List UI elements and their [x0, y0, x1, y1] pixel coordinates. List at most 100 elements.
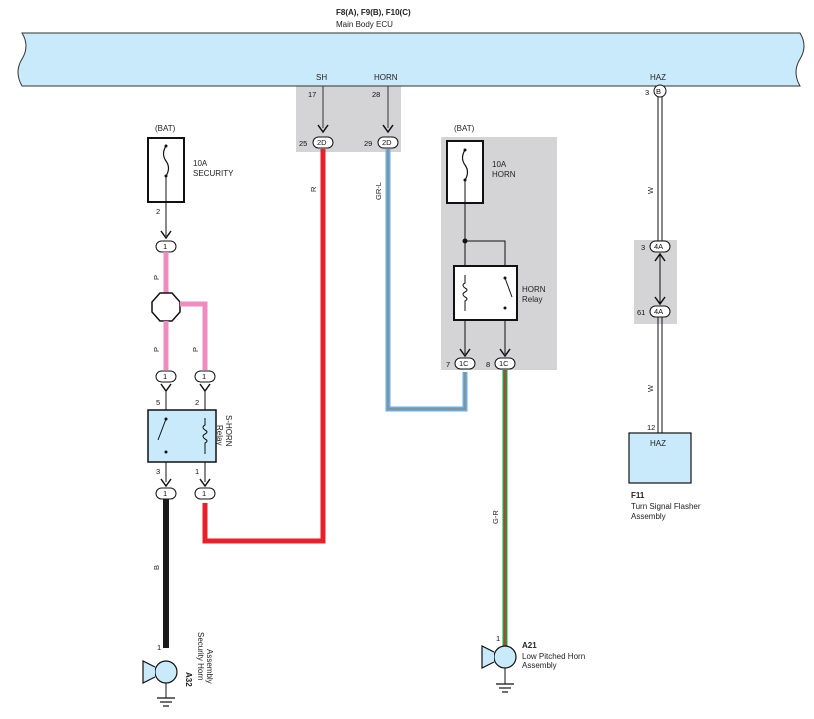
shorn-relay-pin-3: 3: [156, 467, 160, 476]
sec-wire-color-left: P: [152, 347, 161, 352]
haz-connector-4a-top-id: 4A: [654, 242, 663, 251]
shorn-relay-box: [147, 409, 217, 463]
low-horn-name: Low Pitched Horn: [522, 652, 585, 661]
horn-relay-name: HORN: [522, 285, 546, 294]
flasher-label: HAZ: [650, 439, 666, 448]
haz-connector-4a-bottom-id: 4A: [654, 307, 663, 316]
haz-wire-color-top: W: [646, 186, 655, 194]
shorn-relay-pin-1: 1: [195, 467, 199, 476]
sh-arrow: [317, 124, 329, 134]
horn-fuse-name: HORN: [492, 170, 516, 179]
haz-connector-4a-bottom: [649, 305, 671, 318]
security-fuse-icon: [162, 145, 170, 177]
horn-1c-left-pin: 7: [446, 360, 450, 369]
security-horn-icon: [142, 660, 156, 684]
horn-connector-2d: [377, 136, 399, 149]
low-horn-name-2: Assembly: [522, 661, 557, 670]
sh-red-wire: [202, 149, 326, 544]
ecu-pin-sh-label: SH: [316, 73, 327, 82]
security-mid-left-arrow: [160, 383, 172, 393]
main-body-ecu-bar: [17, 32, 805, 87]
horn-relay-coil-icon: [462, 275, 468, 311]
security-bot-left-arrow: [160, 478, 172, 488]
shorn-relay-pin-2: 2: [195, 398, 199, 407]
low-horn-code: A21: [522, 641, 537, 650]
sec-wire-color-top: P: [152, 275, 161, 280]
shorn-relay-pin-5: 5: [156, 398, 160, 407]
horn-connector-id: 2D: [382, 138, 392, 147]
ecu-pin-horn-label: HORN: [374, 73, 398, 82]
haz-down-arrow: [654, 296, 666, 306]
horn-fuse-terminal: [463, 148, 467, 152]
horn-connector-1c-right: [494, 357, 516, 370]
horn-out-wire-color: G-R: [491, 510, 500, 524]
security-horn-body: [154, 660, 178, 684]
haz-wire-color-bottom: W: [646, 384, 655, 392]
sec-ground-wire-color: B: [152, 565, 161, 570]
flasher-box: [628, 432, 692, 484]
horn-arrow: [382, 124, 394, 134]
security-fuse-name: SECURITY: [193, 169, 234, 178]
horn-fuse-icon: [461, 149, 469, 181]
sh-connector-id: 2D: [317, 138, 327, 147]
security-connector-1-top-id: 1: [163, 242, 167, 251]
shorn-relay-contact: [164, 450, 168, 454]
horn-1c-right-arrow: [499, 348, 511, 358]
ecu-name: Main Body ECU: [336, 20, 393, 29]
low-horn-icon: [481, 645, 495, 669]
security-connector-1-bot-right: [194, 487, 216, 500]
horn-fuse-source: (BAT): [454, 124, 475, 133]
horn-1c-left-id: 1C: [459, 359, 469, 368]
security-connector-1-mid-left-id: 1: [163, 372, 167, 381]
ecu-codes: F8(A), F9(B), F10(C): [336, 8, 411, 17]
security-connector-1-mid-right-id: 1: [202, 372, 206, 381]
shorn-relay-name: S-HORN: [224, 415, 233, 447]
security-fuse-source: (BAT): [155, 124, 176, 133]
low-horn-body: [493, 645, 517, 669]
sh-wire-color: R: [309, 186, 318, 192]
horn-relay-switch: [504, 277, 513, 298]
security-splice-icon: [151, 292, 181, 322]
sec-pink-wire-branch: [180, 301, 208, 370]
haz-connector-4a-top-pin: 3: [641, 243, 645, 252]
haz-ecu-connector: [653, 84, 667, 98]
flasher-name-2: Assembly: [631, 512, 666, 521]
security-horn-pin: 1: [157, 643, 161, 652]
horn-relay-contact: [503, 306, 507, 310]
horn-relay-name-2: Relay: [522, 295, 542, 304]
ecu-pin-haz-label: HAZ: [650, 73, 666, 82]
haz-ecu-connector-id: B: [656, 87, 661, 96]
security-connector-1-mid-right: [194, 370, 216, 383]
security-connector-1-bot-left-id: 1: [163, 489, 167, 498]
security-fuse-terminal: [164, 144, 168, 148]
horn-1c-right-id: 1C: [499, 359, 509, 368]
security-horn-name: Security Horn: [196, 632, 205, 680]
horn-1c-right-pin: 8: [486, 360, 490, 369]
flasher-pin: 12: [647, 423, 655, 432]
horn-connector-pin: 29: [364, 139, 372, 148]
security-mid-right-arrow: [199, 383, 211, 393]
shorn-relay-switch: [157, 418, 167, 441]
flasher-name: Turn Signal Flasher: [631, 502, 701, 511]
shorn-relay-coil-icon: [202, 418, 208, 454]
ecu-pin-horn-number: 28: [372, 90, 380, 99]
haz-connector-4a-bottom-pin: 61: [637, 308, 645, 317]
low-horn-pin: 1: [496, 634, 500, 643]
horn-relay-feed: [465, 240, 506, 266]
haz-connector-4a-top: [649, 240, 671, 253]
shorn-relay-name-2: Relay: [215, 425, 224, 445]
sh-connector-2d: [312, 136, 334, 149]
security-fuse-rating: 10A: [193, 159, 208, 168]
security-top-arrow: [160, 230, 172, 240]
security-horn-name-2: Assembly: [205, 649, 214, 684]
security-connector-1-bot-right-id: 1: [202, 489, 206, 498]
horn-connector-1c-left: [454, 357, 476, 370]
horn-wire-color: GR-L: [374, 182, 383, 200]
security-bot-right-arrow: [199, 478, 211, 488]
horn-fuse-rating: 10A: [492, 160, 507, 169]
ecu-pin-haz-number: 3: [645, 88, 649, 97]
ecu-pin-sh-number: 17: [308, 90, 316, 99]
horn-grl-stripe: [387, 149, 466, 410]
flasher-code: F11: [631, 491, 645, 500]
